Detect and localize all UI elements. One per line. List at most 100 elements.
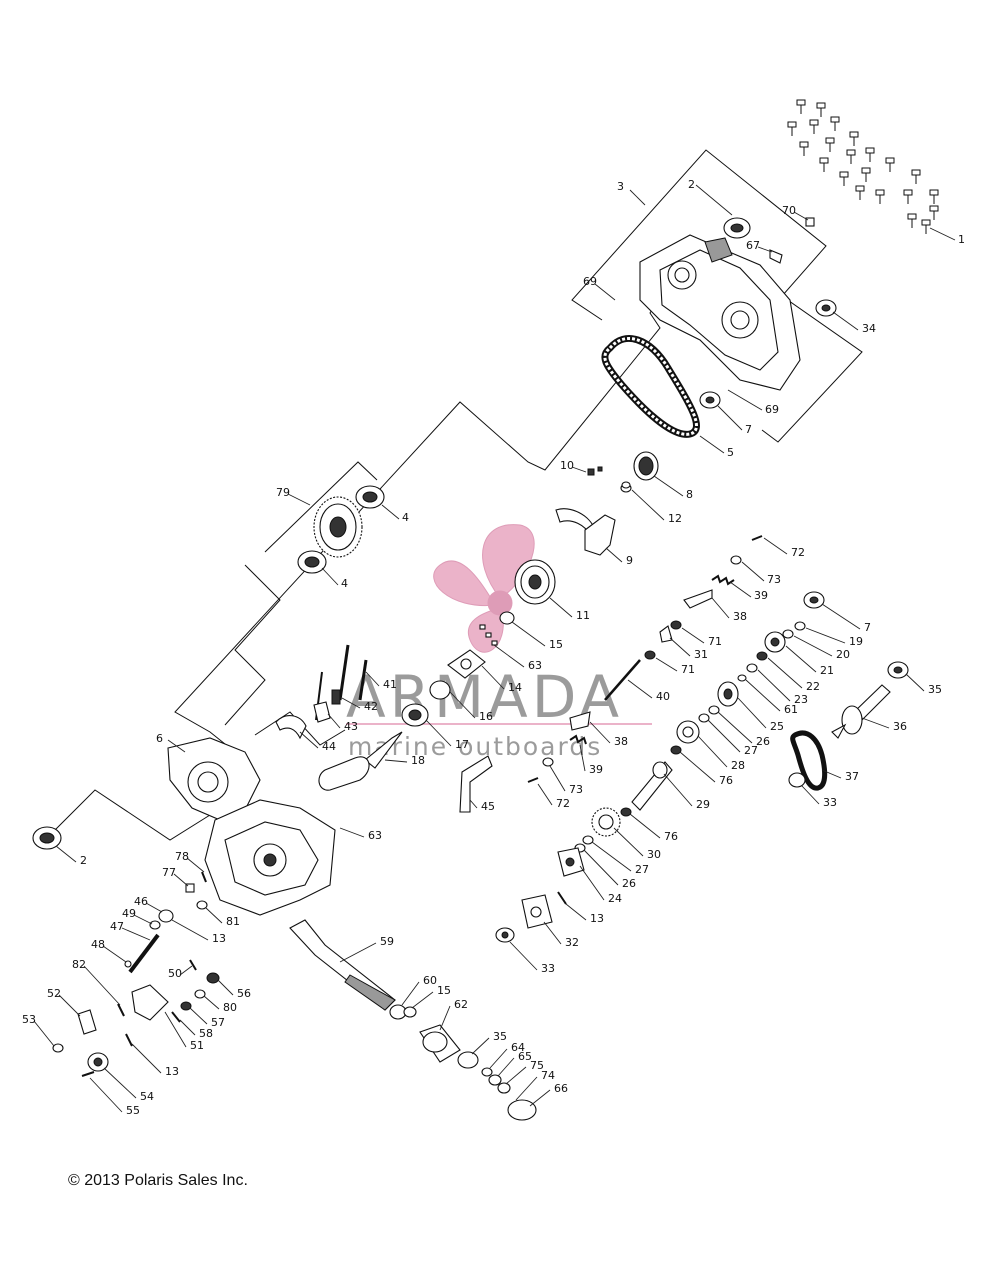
pin-78: [201, 871, 207, 883]
bearing-4-upper: [355, 485, 385, 509]
callout-label: 27: [635, 863, 649, 876]
callout-label: 58: [199, 1027, 213, 1040]
callout-label: 79: [276, 486, 290, 499]
seal-34: [815, 299, 837, 317]
gear-25: [717, 681, 739, 707]
callout-label: 43: [344, 720, 358, 733]
watermark-logo: ARMADA marine outboards: [346, 524, 652, 761]
washer-80: [194, 989, 206, 999]
callout-label: 40: [656, 690, 670, 703]
gear-31: [659, 625, 673, 643]
callout-label: 9: [626, 554, 633, 567]
fork-38-lower: [569, 711, 591, 731]
nut-53: [52, 1043, 64, 1053]
bolt-icon: [861, 167, 871, 182]
housing-51: [131, 984, 169, 1021]
callout-label: 26: [756, 735, 770, 748]
chain-37: [790, 730, 828, 791]
drive-chain: [601, 335, 700, 438]
seal-35-right: [887, 661, 909, 679]
spring-39-lower: [569, 734, 587, 745]
callout-label: 27: [744, 744, 758, 757]
callout-label: 50: [168, 967, 182, 980]
callout-label: 69: [765, 403, 779, 416]
ring-26: [708, 705, 720, 715]
pin-70: [805, 217, 815, 227]
bolt-icon: [809, 119, 819, 134]
callout-label: 20: [836, 648, 850, 661]
callout-label: 38: [614, 735, 628, 748]
callout-label: 37: [845, 770, 859, 783]
spring-56: [206, 972, 220, 984]
callout-label: 74: [541, 1069, 555, 1082]
bearing-7-right: [803, 591, 825, 609]
bolt-icon: [929, 205, 939, 220]
callout-label: 71: [708, 635, 722, 648]
washer-49: [149, 920, 161, 930]
rings-71: [644, 620, 682, 660]
gear-30: [591, 807, 621, 837]
callout-label: 35: [928, 683, 942, 696]
washer-73-lower: [542, 757, 554, 767]
callout-label: 46: [134, 895, 148, 908]
callout-label: 53: [22, 1013, 36, 1026]
callout-label: 32: [565, 936, 579, 949]
gear-11: [514, 559, 556, 605]
bolt-icon: [796, 99, 806, 114]
callout-label: 5: [727, 446, 734, 459]
callout-label: 10: [560, 459, 574, 472]
callout-label: 78: [175, 850, 189, 863]
callout-label: 4: [341, 577, 348, 590]
callout-label: 77: [162, 866, 176, 879]
ring-22: [756, 651, 768, 661]
plate-14: [447, 649, 486, 679]
bracket-52: [77, 1009, 97, 1035]
callout-label: 7: [864, 621, 871, 634]
gear-24: [557, 847, 585, 877]
callout-label: 35: [493, 1030, 507, 1043]
callout-label: 76: [664, 830, 678, 843]
callout-label: 6: [156, 732, 163, 745]
callout-label: 65: [518, 1050, 532, 1063]
bolt-icon: [911, 169, 921, 184]
callout-label: 60: [423, 974, 437, 987]
callout-label: 64: [511, 1041, 525, 1054]
callout-label: 41: [383, 678, 397, 691]
shaft-18: [318, 731, 403, 791]
screw-55: [81, 1071, 95, 1077]
cover-assembly-bracket: [571, 149, 863, 443]
callout-label: 13: [212, 932, 226, 945]
callout-label: 82: [72, 958, 86, 971]
bolt-icon: [875, 189, 885, 204]
bolt-icon: [825, 137, 835, 152]
callout-label: 69: [583, 275, 597, 288]
cap-66: [507, 1099, 537, 1121]
callout-label: 72: [556, 797, 570, 810]
gear-79-bracket: [264, 461, 378, 553]
cap-54: [87, 1052, 109, 1072]
callout-label: 29: [696, 798, 710, 811]
callout-label: 67: [746, 239, 760, 252]
ring-20: [782, 629, 794, 639]
pin-82: [117, 1003, 125, 1017]
rod-40: [604, 659, 641, 701]
callout-label: 73: [767, 573, 781, 586]
gear-21: [764, 631, 786, 653]
callout-label: 76: [719, 774, 733, 787]
callout-label: 33: [541, 962, 555, 975]
rod-47: [128, 933, 160, 974]
callout-label: 2: [688, 178, 695, 191]
callout-label: 42: [364, 700, 378, 713]
ring-23: [746, 663, 758, 673]
callout-label: 30: [647, 848, 661, 861]
pin-50: [189, 959, 197, 971]
callout-label: 18: [411, 754, 425, 767]
spring-42: [331, 689, 341, 705]
pin-13-left: [125, 1033, 133, 1047]
callout-label: 49: [122, 907, 136, 920]
callout-label: 15: [549, 638, 563, 651]
pin-58: [171, 1011, 181, 1023]
callout-label: 24: [608, 892, 622, 905]
